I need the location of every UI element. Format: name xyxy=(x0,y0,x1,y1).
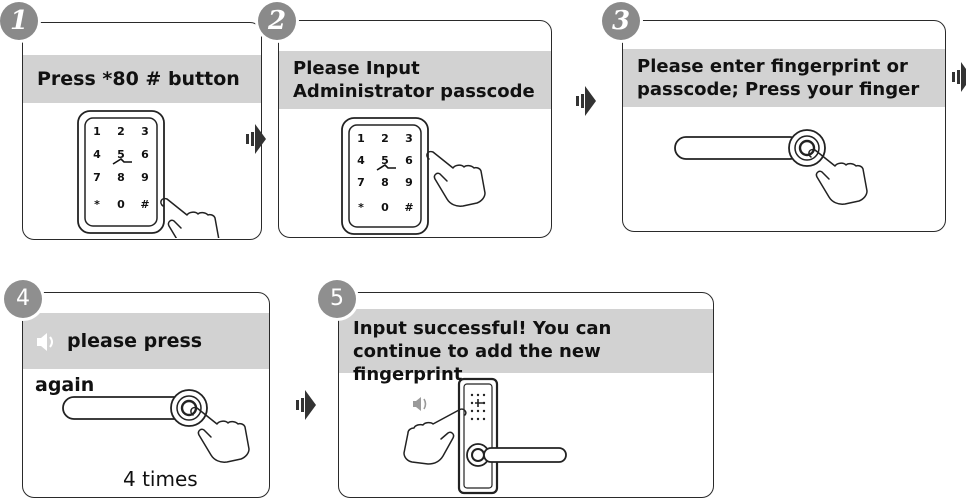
keypad-key: 8 xyxy=(117,171,125,184)
speaker-icon xyxy=(37,332,53,351)
keypad-key: 3 xyxy=(405,132,413,145)
keypad-key: 2 xyxy=(117,125,125,138)
keypad-key: 5 xyxy=(117,148,125,161)
repeat-count-caption: 4 times xyxy=(123,467,198,491)
keypad-key: 4 xyxy=(93,148,101,161)
step-4-text: please press again xyxy=(35,330,203,396)
keypad-key: 4 xyxy=(357,154,365,167)
keypad-illustration: 1 2 3 4 5 6 7 8 9 * 0 # xyxy=(77,110,220,238)
step-5-instruction: Input successful! You can continue to ad… xyxy=(339,309,713,385)
door-handle-illustration xyxy=(62,389,250,463)
step-4-badge: 4 xyxy=(4,280,42,318)
next-arrow-icon xyxy=(576,86,596,116)
keypad-key: 9 xyxy=(405,176,413,189)
keypad-key: * xyxy=(94,198,100,211)
keypad-key: 1 xyxy=(93,125,101,138)
step-5-badge: 5 xyxy=(318,280,356,318)
keypad-key: 0 xyxy=(381,201,389,214)
step-3-instruction: Please enter fingerprint or passcode; Pr… xyxy=(623,49,945,107)
step-2-card: Please Input Administrator passcode 1 2 … xyxy=(278,20,552,238)
keypad-illustration: 1 2 3 4 5 6 7 8 9 * 0 # xyxy=(341,117,486,235)
next-arrow-icon xyxy=(952,62,966,92)
keypad-key: 7 xyxy=(357,176,365,189)
keypad-key: 6 xyxy=(405,154,413,167)
keypad-key: 0 xyxy=(117,198,125,211)
next-arrow-icon xyxy=(246,124,266,154)
step-3-badge: 3 xyxy=(602,2,640,40)
smart-lock-illustration xyxy=(403,377,567,495)
step-2-badge: 2 xyxy=(258,2,296,40)
keypad-key: 9 xyxy=(141,171,149,184)
step-1-card: Press *80 # button 1 2 3 4 5 6 7 8 9 * 0… xyxy=(22,22,262,240)
step-1-badge: 1 xyxy=(0,2,38,40)
step-1-instruction: Press *80 # button xyxy=(23,55,261,103)
next-arrow-icon xyxy=(296,390,316,420)
step-4-card: please press again 4 times xyxy=(22,292,270,498)
keypad-key: 5 xyxy=(381,154,389,167)
step-2-instruction: Please Input Administrator passcode xyxy=(279,51,551,109)
keypad-key: 7 xyxy=(93,171,101,184)
keypad-key: 2 xyxy=(381,132,389,145)
keypad-key: 8 xyxy=(381,176,389,189)
keypad-key: 6 xyxy=(141,148,149,161)
step-3-card: Please enter fingerprint or passcode; Pr… xyxy=(622,20,946,232)
keypad-key: # xyxy=(140,198,149,211)
keypad-key: 3 xyxy=(141,125,149,138)
keypad-key: * xyxy=(358,201,364,214)
step-5-card: Input successful! You can continue to ad… xyxy=(338,292,714,498)
step-4-instruction: please press again xyxy=(23,313,269,396)
keypad-key: # xyxy=(404,201,413,214)
door-handle-illustration xyxy=(674,129,868,205)
keypad-key: 1 xyxy=(357,132,365,145)
